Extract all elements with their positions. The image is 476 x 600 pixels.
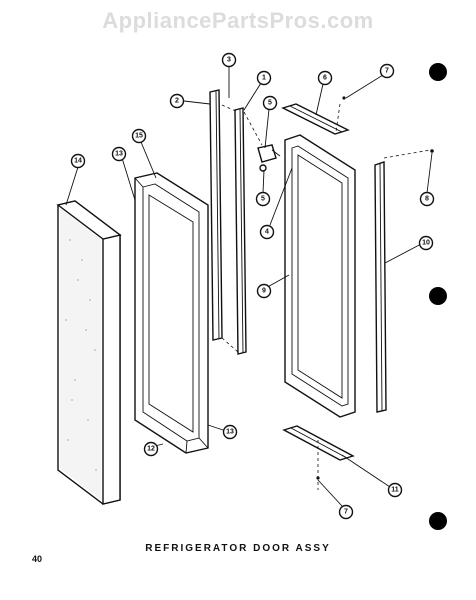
callout-13-upper-label: 13: [115, 151, 123, 158]
callout-10-label: 10: [422, 240, 430, 247]
assembly-lines: [221, 103, 431, 490]
callout-7-upper-label: 7: [385, 68, 389, 75]
callout-3: 3: [221, 52, 237, 68]
callout-5-upper: 5: [262, 95, 278, 111]
part-side-strip: [209, 89, 223, 341]
part-hinge-bracket: [257, 144, 281, 172]
part-top-channel: [281, 103, 350, 135]
part-door-liner-frame: [134, 172, 209, 454]
callout-4-label: 4: [265, 229, 269, 236]
callout-11: 11: [387, 482, 403, 498]
callout-7-upper: 7: [379, 63, 395, 79]
punch-hole-middle: [429, 287, 447, 305]
callout-8-label: 8: [425, 196, 429, 203]
callout-5-lower: 5: [255, 191, 271, 207]
callout-4: 4: [259, 224, 275, 240]
callout-12-label: 12: [147, 446, 155, 453]
callout-11-label: 11: [391, 487, 399, 494]
callout-14: 14: [70, 153, 86, 169]
callout-6-label: 6: [323, 75, 327, 82]
callout-13-lower: 13: [222, 424, 238, 440]
callout-8: 8: [419, 191, 435, 207]
callout-7-lower: 7: [338, 504, 354, 520]
part-door-panel: [56, 200, 122, 505]
callout-9: 9: [256, 283, 272, 299]
callout-10: 10: [418, 235, 434, 251]
diagram-title: REFRIGERATOR DOOR ASSY: [145, 543, 331, 554]
screw-top: [342, 96, 346, 100]
screw-bottom: [316, 476, 320, 480]
callout-15: 15: [131, 128, 147, 144]
part-right-side-strip: [374, 161, 387, 413]
callout-12: 12: [143, 441, 159, 457]
callout-3-label: 3: [227, 57, 231, 64]
callout-14-label: 14: [74, 158, 82, 165]
part-breaker-strip: [234, 107, 247, 355]
part-bottom-channel: [282, 425, 355, 461]
watermark: AppliancePartsPros.com: [102, 8, 374, 33]
punch-hole-bottom: [429, 512, 447, 530]
callout-2: 2: [169, 93, 185, 109]
callout-6: 6: [317, 70, 333, 86]
callout-5-lower-label: 5: [261, 196, 265, 203]
callout-15-label: 15: [135, 133, 143, 140]
callout-9-label: 9: [262, 288, 266, 295]
callout-5-upper-label: 5: [268, 100, 272, 107]
punch-hole-top: [429, 63, 447, 81]
leader-lines: [65, 66, 433, 507]
callout-2-label: 2: [175, 98, 179, 105]
callout-1-label: 1: [262, 75, 266, 82]
page-number: 40: [32, 554, 43, 564]
callout-13-upper: 13: [111, 146, 127, 162]
callout-1: 1: [256, 70, 272, 86]
part-outer-door-frame: [284, 134, 356, 418]
callout-7-lower-label: 7: [344, 509, 348, 516]
screw-right: [430, 149, 434, 153]
callout-13-lower-label: 13: [226, 429, 234, 436]
